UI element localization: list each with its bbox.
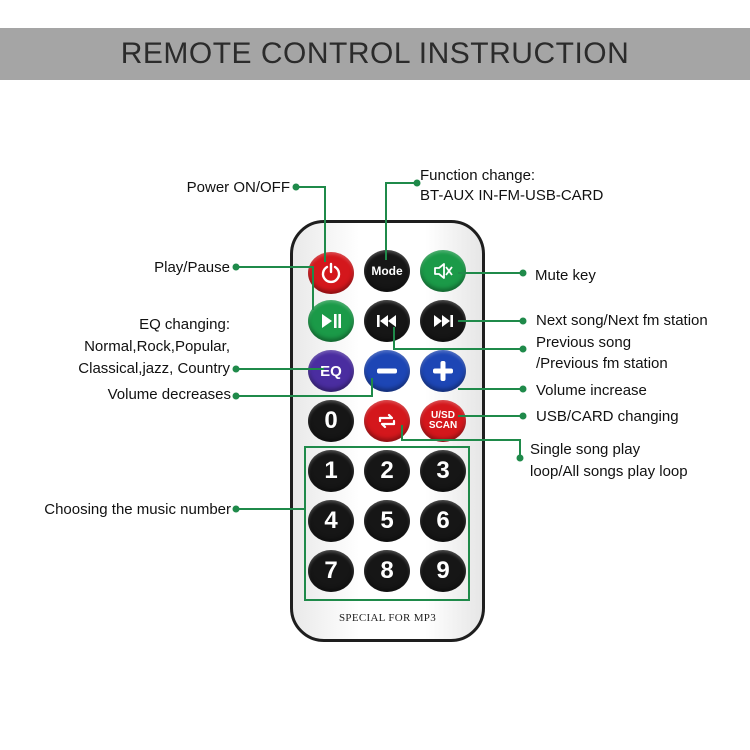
volume-up-button[interactable]	[420, 350, 466, 392]
play-pause-icon	[322, 314, 341, 328]
number-label: 5	[380, 507, 394, 534]
label-mute: Mute key	[535, 267, 596, 284]
previous-track-icon	[377, 315, 396, 327]
number-label: 4	[324, 507, 338, 534]
power-button[interactable]	[308, 252, 354, 294]
number-button-3[interactable]: 3	[420, 450, 466, 492]
label-volume-down: Volume decreases	[107, 386, 231, 403]
next-track-icon	[434, 315, 453, 327]
label-previous-line2: /Previous fm station	[536, 355, 668, 372]
number-button-4[interactable]: 4	[308, 500, 354, 542]
label-number: Choosing the music number	[44, 501, 231, 518]
remote-footer-text: SPECIAL FOR MP3	[338, 612, 436, 624]
label-eq-line1: EQ changing:	[139, 316, 230, 333]
number-label: 7	[324, 557, 338, 584]
label-eq-line2: Normal,Rock,Popular,	[84, 338, 230, 355]
number-label: 3	[436, 457, 450, 484]
scan-label-top: U/SD	[431, 410, 455, 421]
number-label: 6	[436, 507, 450, 534]
number-button-5[interactable]: 5	[364, 500, 410, 542]
label-next: Next song/Next fm station	[536, 312, 708, 329]
label-power: Power ON/OFF	[186, 179, 290, 196]
number-label: 2	[380, 457, 394, 484]
label-volume-up: Volume increase	[536, 382, 647, 399]
numpad-frame	[304, 446, 470, 601]
label-eq-line3: Classical,jazz, Country	[78, 360, 230, 377]
mute-speaker-icon	[434, 263, 453, 279]
usb-scan-button[interactable]: U/SD SCAN	[420, 400, 466, 442]
number-button-7[interactable]: 7	[308, 550, 354, 592]
number-button-8[interactable]: 8	[364, 550, 410, 592]
eq-button[interactable]: EQ	[308, 350, 354, 392]
label-function-line2: BT-AUX IN-FM-USB-CARD	[420, 187, 604, 204]
power-icon	[321, 262, 341, 284]
page-title: REMOTE CONTROL INSTRUCTION	[120, 37, 630, 70]
number-button-1[interactable]: 1	[308, 450, 354, 492]
minus-icon	[377, 368, 397, 374]
eq-button-label: EQ	[320, 362, 342, 380]
number-label: 1	[324, 457, 338, 484]
scan-label-bottom: SCAN	[428, 420, 458, 431]
number-label: 8	[380, 557, 394, 584]
mute-button[interactable]	[420, 250, 466, 292]
number-button-0[interactable]: 0	[308, 400, 354, 442]
play-pause-button[interactable]	[308, 300, 354, 342]
label-usb-card: USB/CARD changing	[536, 408, 679, 425]
number-button-9[interactable]: 9	[420, 550, 466, 592]
number-label: 9	[436, 557, 450, 584]
mode-button-label: Mode	[371, 264, 403, 278]
label-loop-line2: loop/All songs play loop	[530, 463, 688, 480]
label-loop-line1: Single song play	[530, 441, 641, 458]
label-previous-line1: Previous song	[536, 334, 632, 351]
plus-icon	[433, 361, 453, 381]
number-label: 0	[324, 407, 338, 434]
label-play-pause: Play/Pause	[154, 259, 230, 276]
previous-button[interactable]	[364, 300, 410, 342]
number-button-2[interactable]: 2	[364, 450, 410, 492]
loop-arrows-icon	[378, 413, 396, 429]
number-button-6[interactable]: 6	[420, 500, 466, 542]
title-banner: REMOTE CONTROL INSTRUCTION	[0, 28, 750, 80]
label-function-line1: Function change:	[420, 167, 536, 184]
